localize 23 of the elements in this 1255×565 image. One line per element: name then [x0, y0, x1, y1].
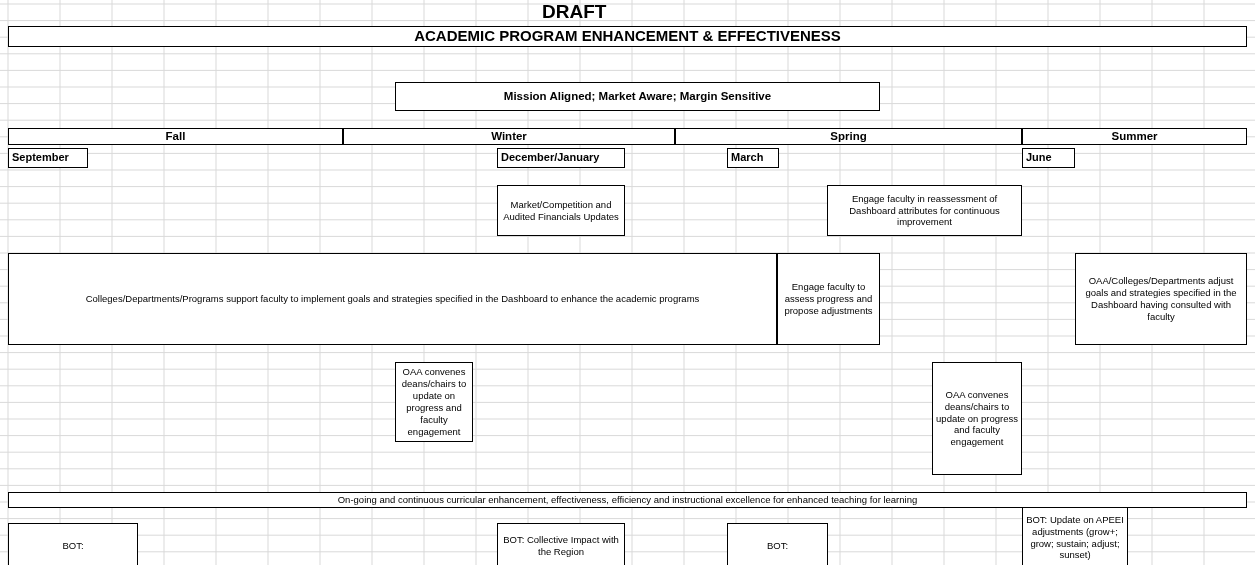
month-label: March	[727, 148, 779, 168]
activity-box: Engage faculty to assess progress and propose adjustments	[777, 253, 880, 345]
activity-box: OAA/Colleges/Departments adjust goals and strategies specified in the Dashboard having consulted with faculty	[1075, 253, 1247, 345]
activity-box: OAA convenes deans/chairs to update on progress and faculty engagement	[932, 362, 1022, 475]
activity-box: Engage faculty in reassessment of Dashboard attributes for continuous improvement	[827, 185, 1022, 236]
board-meeting-box: BOT: Collective Impact with the Region	[497, 523, 625, 565]
board-meeting-box: BOT: Update on APEEI adjustments (grow+; grow; sustain; adjust; sunset)	[1022, 507, 1128, 565]
activity-box: Market/Competition and Audited Financials Updates	[497, 185, 625, 236]
board-meeting-box: BOT:	[8, 523, 138, 565]
season-header: Spring	[675, 128, 1022, 145]
board-meeting-box: BOT:	[727, 523, 828, 565]
season-header: Summer	[1022, 128, 1247, 145]
motto-box: Mission Aligned; Market Aware; Margin Sensitive	[395, 82, 880, 111]
activity-box: OAA convenes deans/chairs to update on progress and faculty engagement	[395, 362, 473, 442]
season-header: Fall	[8, 128, 343, 145]
month-label: December/January	[497, 148, 625, 168]
ongoing-band: On-going and continuous curricular enhancement, effectiveness, efficiency and instructional excellence for enhanced teaching for learning	[8, 492, 1247, 508]
activity-box: Colleges/Departments/Programs support faculty to implement goals and strategies specified in the Dashboard to enhance the academic programs	[8, 253, 777, 345]
season-header: Winter	[343, 128, 675, 145]
month-label: September	[8, 148, 88, 168]
program-heading: ACADEMIC PROGRAM ENHANCEMENT & EFFECTIVENESS	[8, 26, 1247, 47]
month-label: June	[1022, 148, 1075, 168]
page-title: DRAFT	[541, 1, 608, 23]
